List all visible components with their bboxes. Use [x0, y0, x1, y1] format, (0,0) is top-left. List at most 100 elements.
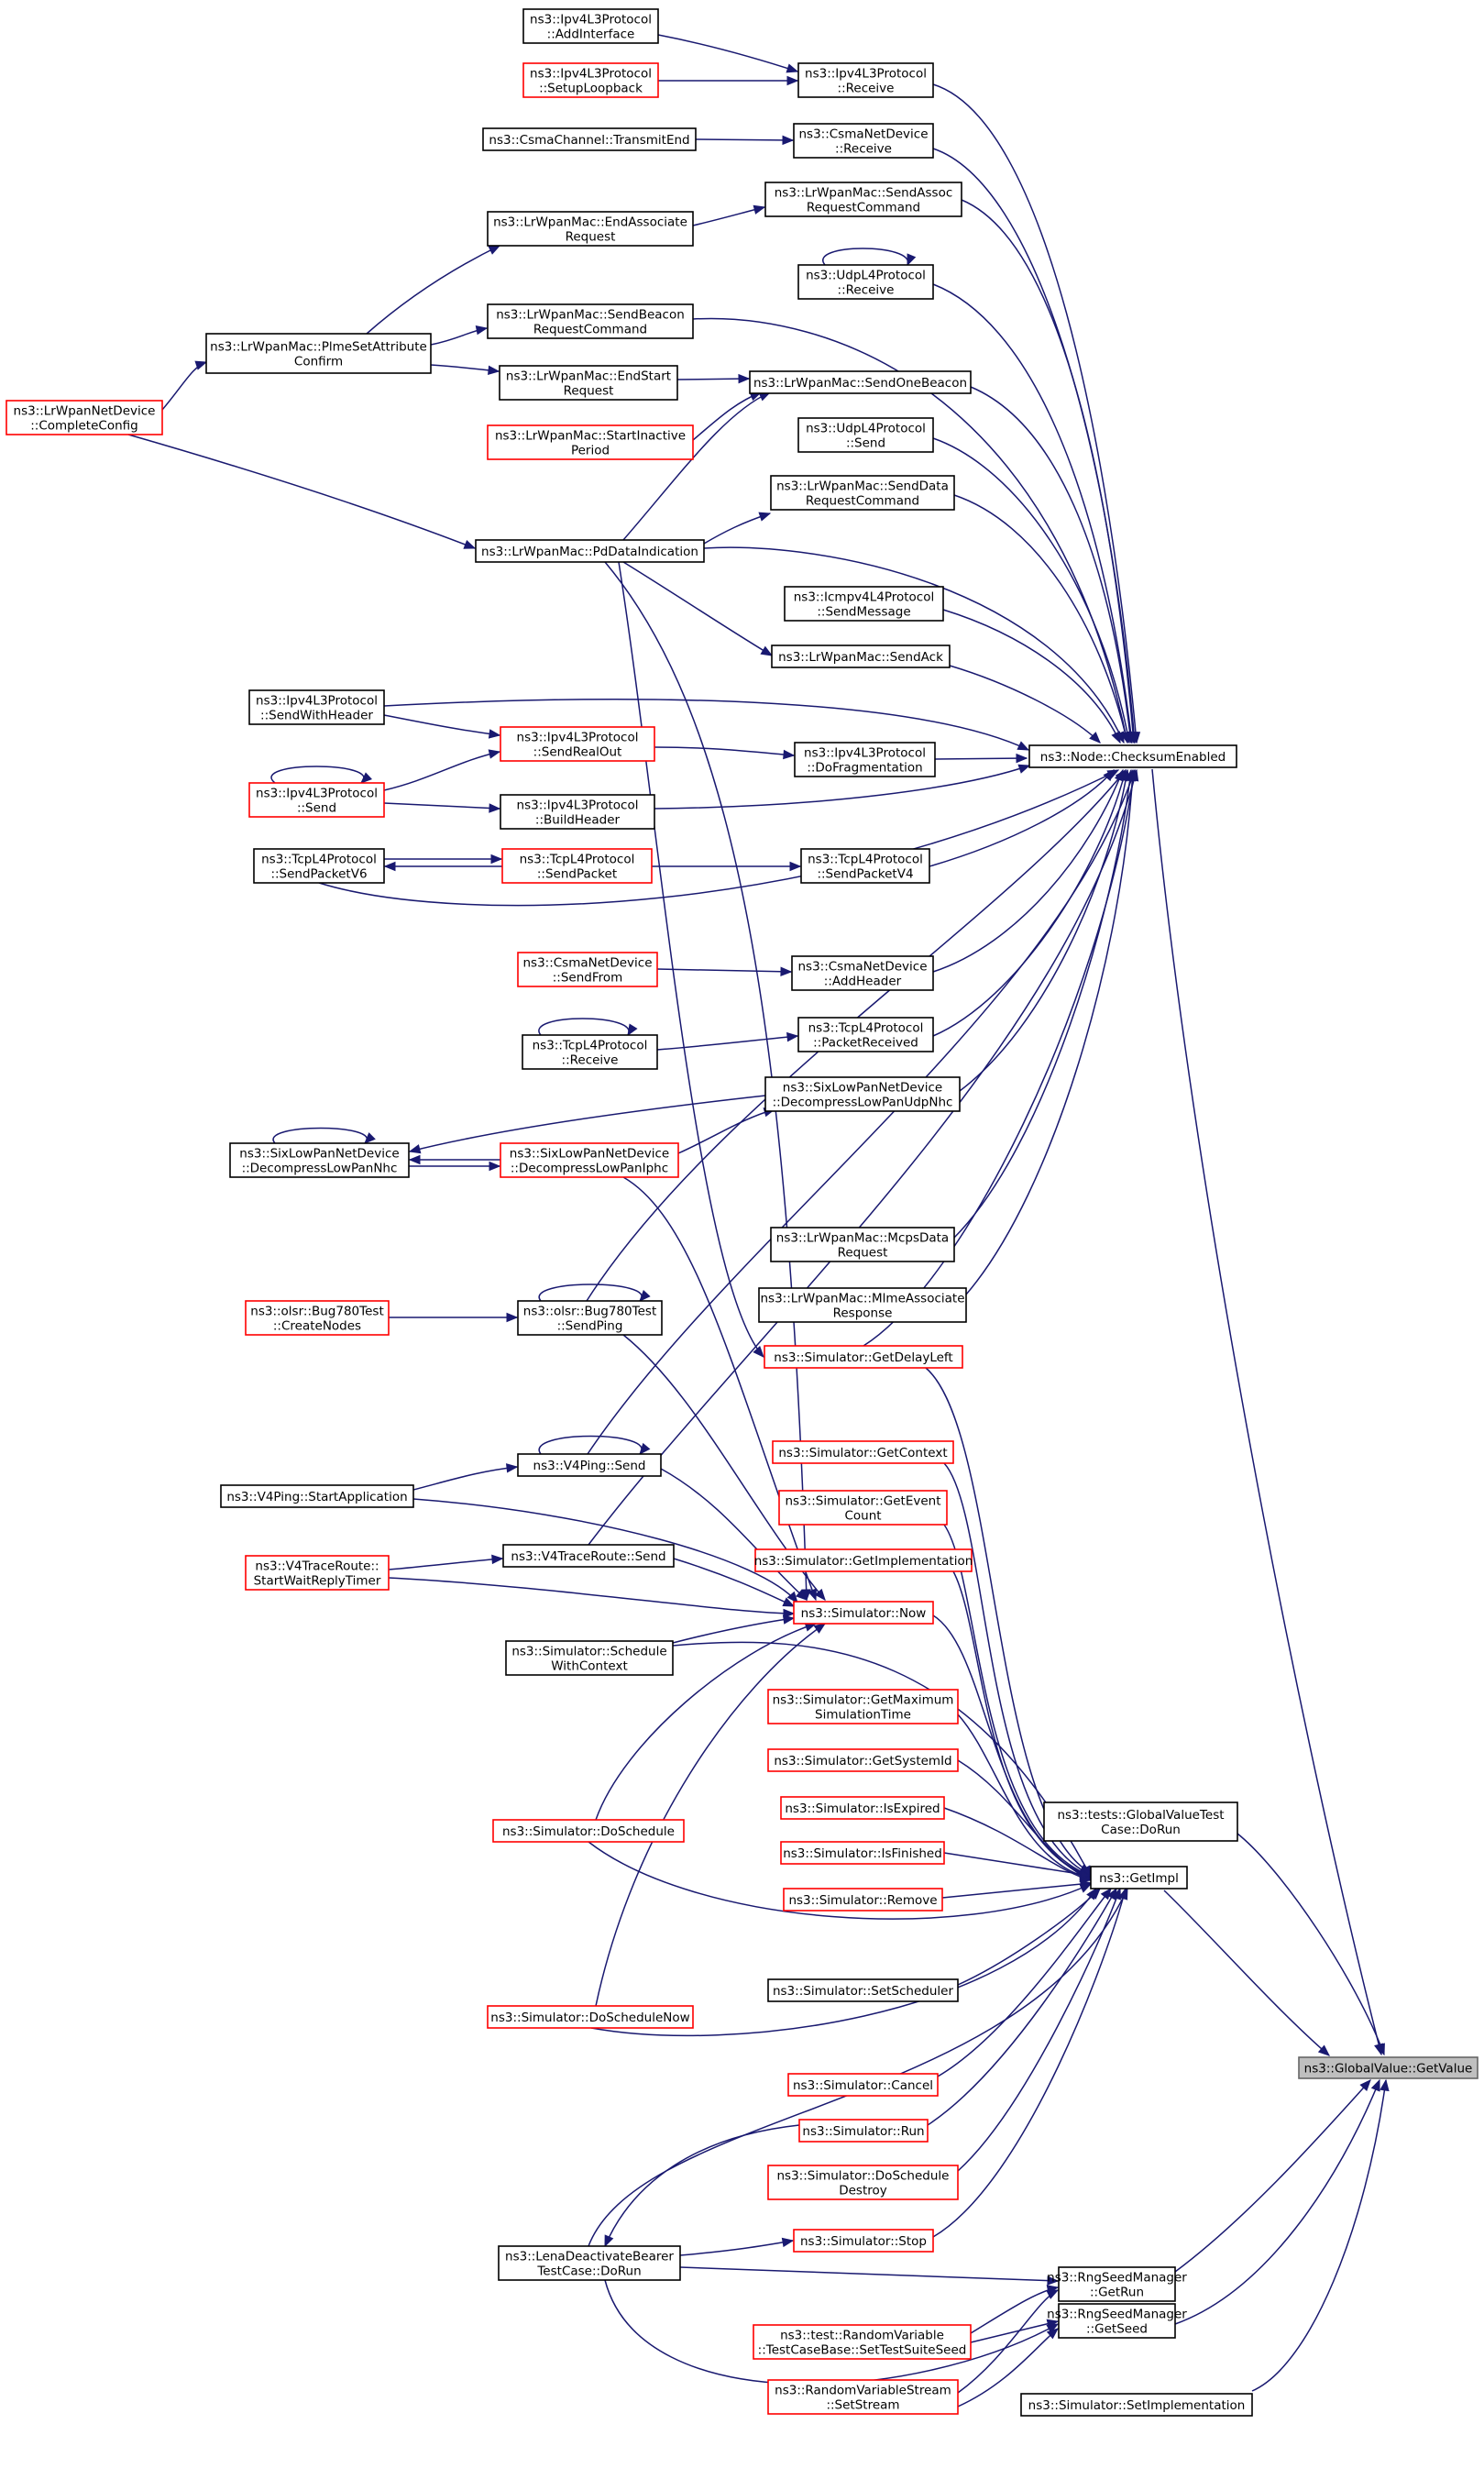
node-box[interactable] — [770, 1227, 955, 1262]
node-ipv4loop[interactable]: ns3::Ipv4L3Protocol::SetupLoopback — [522, 62, 659, 98]
node-box[interactable] — [487, 2005, 694, 2029]
node-cancel[interactable]: ns3::Simulator::Cancel — [787, 2073, 939, 2097]
node-setsched[interactable]: ns3::Simulator::SetScheduler — [767, 1978, 959, 2002]
node-box[interactable] — [797, 62, 934, 98]
node-box[interactable] — [800, 848, 930, 884]
node-gv[interactable]: ns3::GlobalValue::GetValue — [1298, 2056, 1479, 2079]
node-box[interactable] — [780, 1796, 945, 1820]
node-box[interactable] — [487, 424, 694, 460]
node-box[interactable] — [1020, 2393, 1253, 2417]
node-box[interactable] — [487, 211, 694, 247]
node-tcpv6[interactable]: ns3::TcpL4Protocol::SendPacketV6 — [253, 848, 385, 884]
node-csmatx[interactable]: ns3::CsmaChannel::TransmitEnd — [482, 127, 697, 151]
node-box[interactable] — [499, 365, 678, 401]
node-box[interactable] — [5, 400, 163, 435]
node-box[interactable] — [778, 1490, 948, 1526]
node-box[interactable] — [505, 1640, 674, 1676]
node-box[interactable] — [500, 1142, 679, 1178]
node-tcprx[interactable]: ns3::TcpL4Protocol::Receive — [522, 1034, 658, 1070]
node-box[interactable] — [767, 1978, 959, 2002]
node-box[interactable] — [501, 848, 653, 884]
node-box[interactable] — [793, 1601, 934, 1625]
node-box[interactable] — [220, 1484, 414, 1508]
node-csmarx[interactable]: ns3::CsmaNetDevice::Receive — [793, 123, 934, 159]
node-tcpv4[interactable]: ns3::TcpL4Protocol::SendPacketV4 — [800, 848, 930, 884]
node-box[interactable] — [482, 127, 697, 151]
node-box[interactable] — [758, 1287, 967, 1323]
node-box[interactable] — [1298, 2056, 1479, 2079]
node-sendack[interactable]: ns3::LrWpanMac::SendAck — [771, 645, 951, 668]
node-box[interactable] — [764, 1076, 961, 1112]
node-sendonebeacon[interactable]: ns3::LrWpanMac::SendOneBeacon — [749, 370, 972, 394]
node-box[interactable] — [492, 1819, 685, 1843]
node-v4trsend[interactable]: ns3::V4TraceRoute::Send — [502, 1544, 675, 1568]
node-ipv4rx[interactable]: ns3::Ipv4L3Protocol::Receive — [797, 62, 934, 98]
node-stop[interactable]: ns3::Simulator::Stop — [793, 2229, 934, 2253]
node-box[interactable] — [1058, 2303, 1176, 2339]
node-lrcomplete[interactable]: ns3::LrWpanNetDevice::CompleteConfig — [5, 400, 163, 435]
node-box[interactable] — [797, 264, 934, 300]
node-sixiphc[interactable]: ns3::SixLowPanNetDevice::DecompressLowPa… — [500, 1142, 679, 1178]
node-box[interactable] — [253, 848, 385, 884]
node-box[interactable] — [764, 1345, 963, 1369]
node-udprx[interactable]: ns3::UdpL4Protocol::Receive — [797, 264, 934, 300]
node-getdelay[interactable]: ns3::Simulator::GetDelayLeft — [764, 1345, 963, 1369]
node-v4pingstart[interactable]: ns3::V4Ping::StartApplication — [220, 1484, 414, 1508]
node-box[interactable] — [793, 123, 934, 159]
node-box[interactable] — [787, 2073, 939, 2097]
node-box[interactable] — [502, 1544, 675, 1568]
node-csmasendfrom[interactable]: ns3::CsmaNetDevice::SendFrom — [517, 952, 658, 987]
node-box[interactable] — [764, 182, 962, 217]
node-box[interactable] — [245, 1300, 390, 1336]
node-pdind[interactable]: ns3::LrWpanMac::PdDataIndication — [475, 539, 705, 563]
node-box[interactable] — [797, 417, 934, 453]
node-box[interactable] — [248, 689, 385, 725]
node-box[interactable] — [749, 370, 972, 394]
node-box[interactable] — [794, 742, 936, 777]
node-getsysid[interactable]: ns3::Simulator::GetSystemId — [767, 1748, 959, 1772]
node-box[interactable] — [793, 2229, 934, 2253]
node-box[interactable] — [780, 1841, 945, 1865]
node-tcpsendpacket[interactable]: ns3::TcpL4Protocol::SendPacket — [501, 848, 653, 884]
node-sendwithheader[interactable]: ns3::Ipv4L3Protocol::SendWithHeader — [248, 689, 385, 725]
node-box[interactable] — [522, 1034, 658, 1070]
node-sixnhc[interactable]: ns3::SixLowPanNetDevice::DecompressLowPa… — [229, 1142, 410, 1178]
node-box[interactable] — [772, 1440, 954, 1464]
node-ipv4send[interactable]: ns3::Ipv4L3Protocol::Send — [248, 782, 385, 818]
node-box[interactable] — [1058, 2266, 1176, 2302]
node-getimpl[interactable]: ns3::GetImpl — [1090, 1866, 1188, 1890]
node-box[interactable] — [798, 2119, 929, 2143]
node-rvstream[interactable]: ns3::RandomVariableStream::SetStream — [767, 2379, 959, 2415]
node-icmpsend[interactable]: ns3::Icmpv4L4Protocol::SendMessage — [784, 586, 944, 622]
node-run[interactable]: ns3::Simulator::Run — [798, 2119, 929, 2143]
node-buildheader[interactable]: ns3::Ipv4L3Protocol::BuildHeader — [500, 794, 655, 830]
node-box[interactable] — [1043, 1801, 1238, 1842]
node-v4pingsend[interactable]: ns3::V4Ping::Send — [517, 1453, 662, 1477]
node-box[interactable] — [767, 1748, 959, 1772]
node-box[interactable] — [771, 645, 951, 668]
node-box[interactable] — [498, 2245, 681, 2281]
node-sendrealout[interactable]: ns3::Ipv4L3Protocol::SendRealOut — [500, 726, 655, 762]
node-box[interactable] — [1028, 744, 1237, 768]
node-box[interactable] — [767, 2379, 959, 2415]
node-box[interactable] — [229, 1142, 410, 1178]
node-box[interactable] — [754, 1548, 973, 1572]
node-box[interactable] — [517, 1453, 662, 1477]
node-box[interactable] — [517, 1300, 663, 1336]
node-olsrcreate[interactable]: ns3::olsr::Bug780Test::CreateNodes — [245, 1300, 390, 1336]
node-box[interactable] — [770, 475, 955, 511]
node-box[interactable] — [487, 303, 694, 339]
node-doschednow[interactable]: ns3::Simulator::DoScheduleNow — [487, 2005, 694, 2029]
